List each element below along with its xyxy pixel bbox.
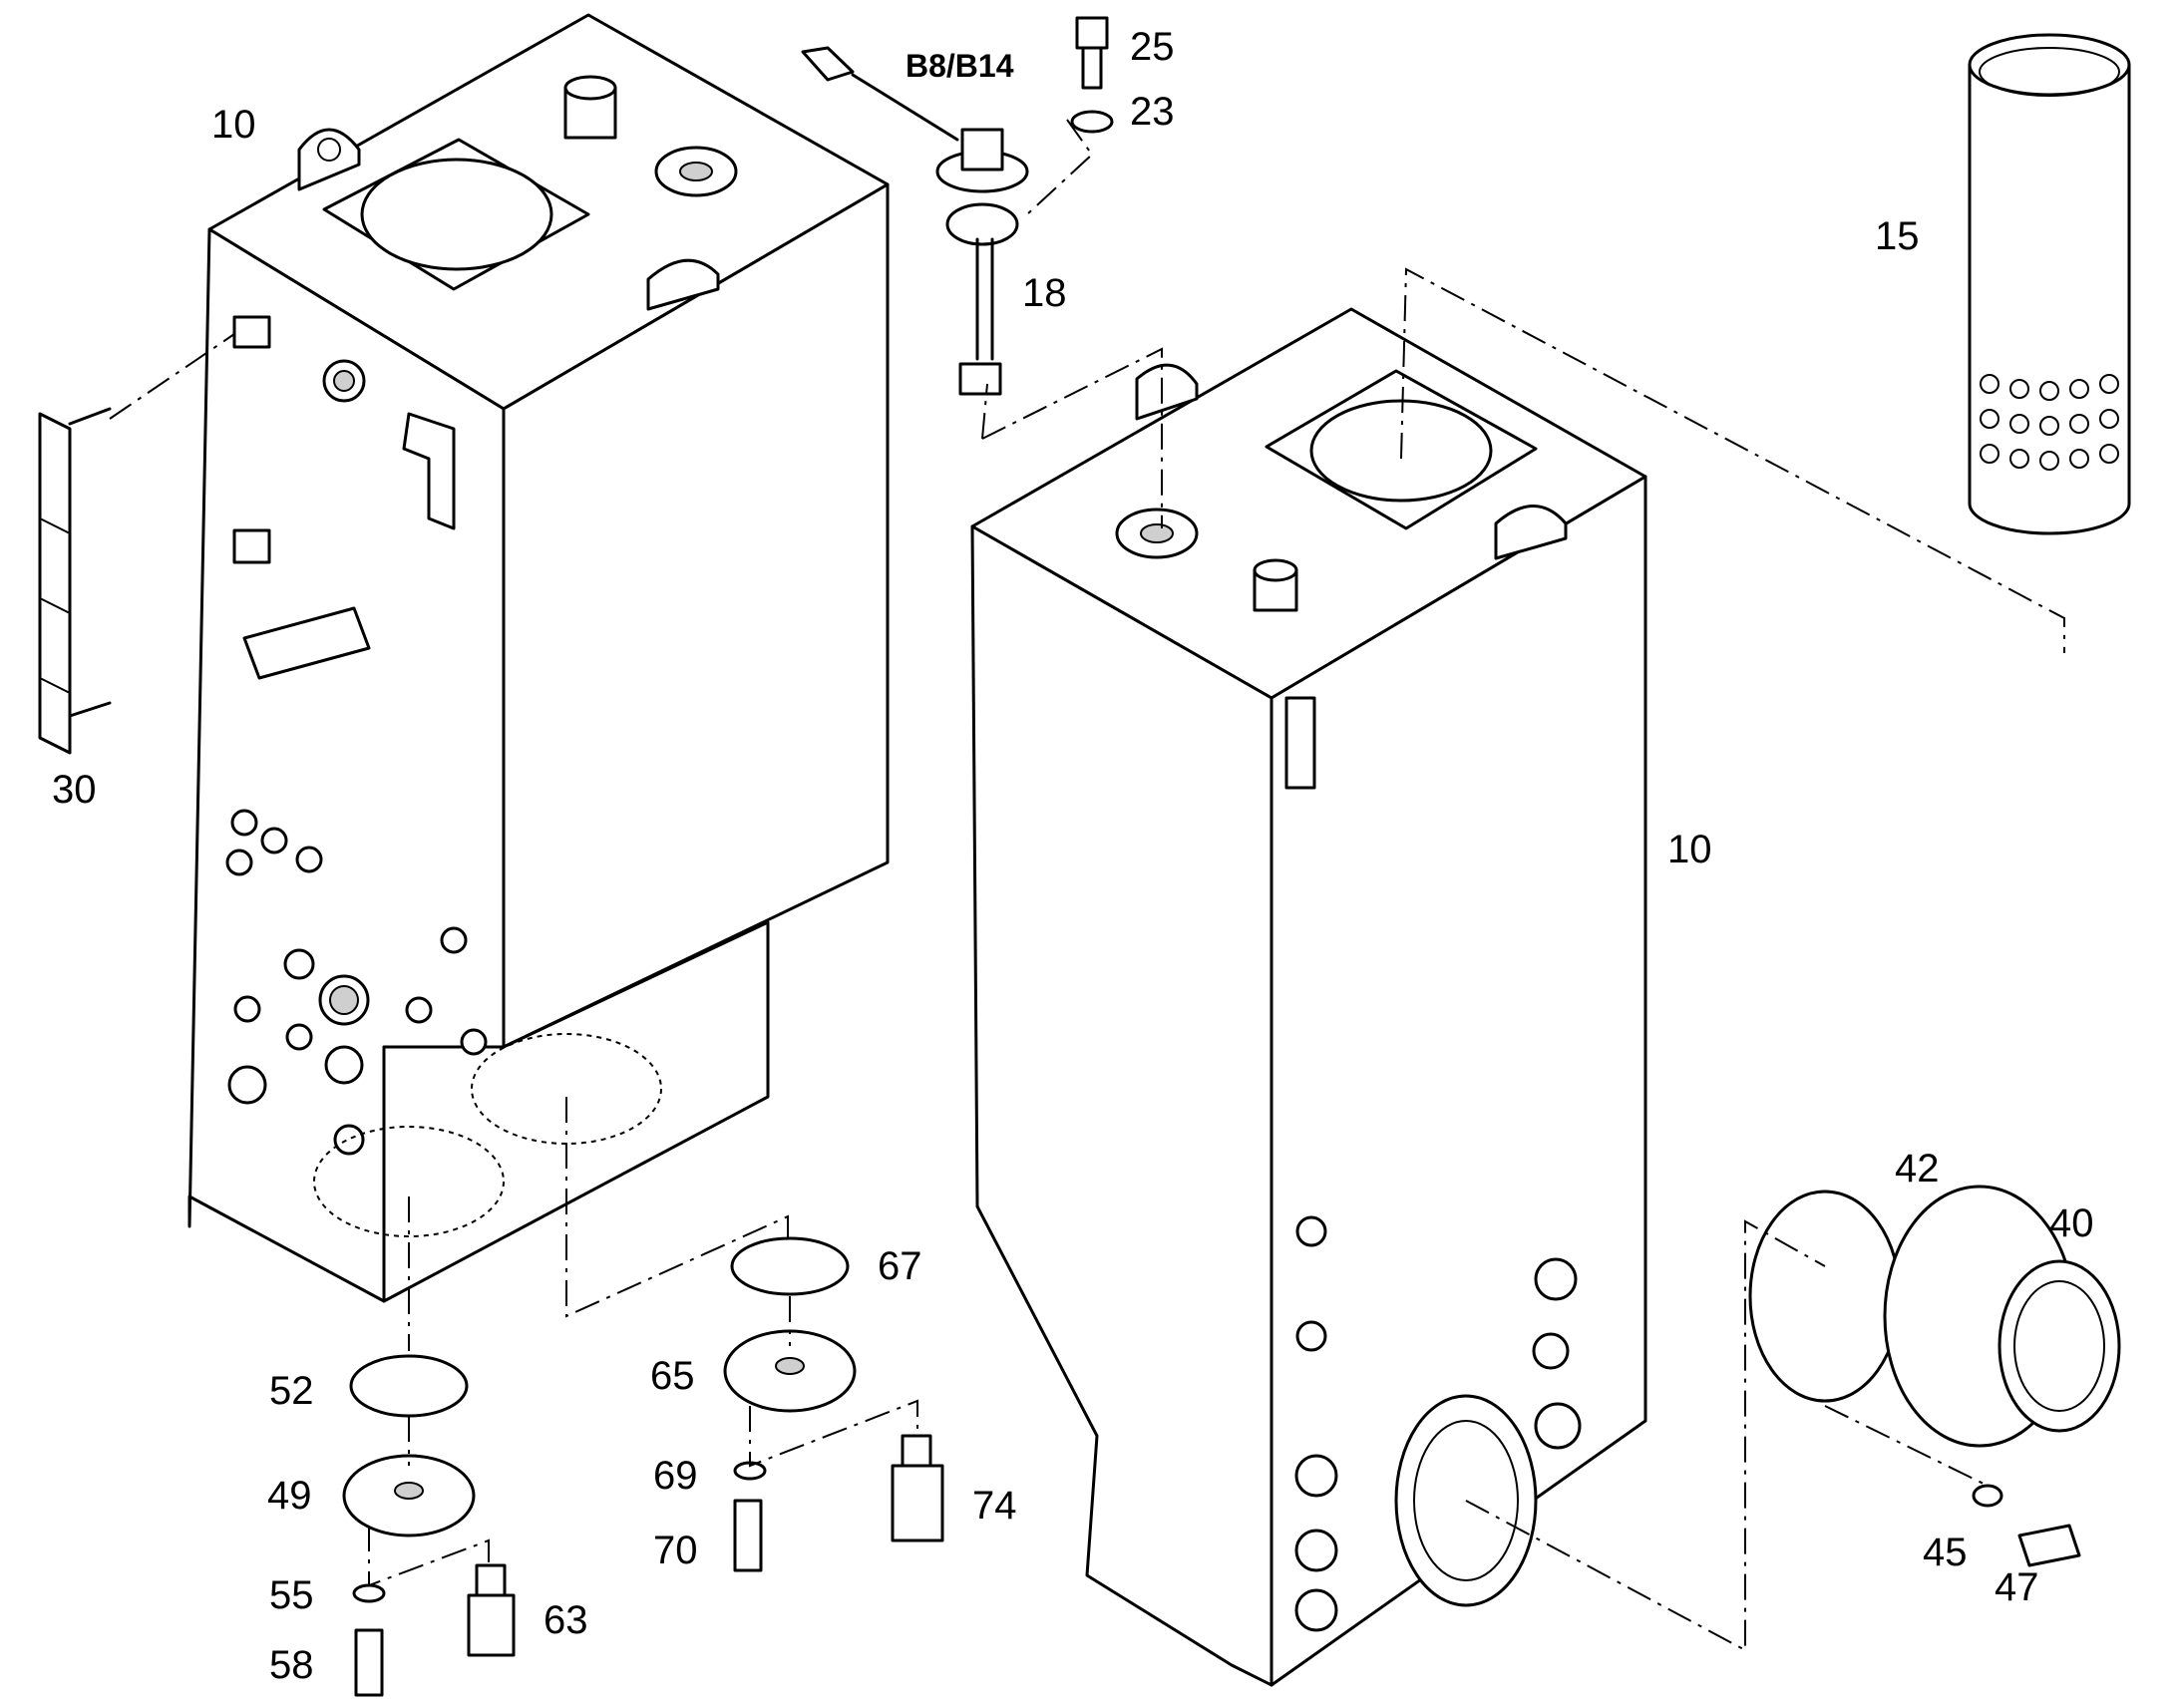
cover-stack-middle bbox=[723, 1236, 944, 1572]
callout-18: 18 bbox=[1022, 271, 1067, 315]
callout-25: 25 bbox=[1130, 25, 1175, 69]
callout-49: 49 bbox=[267, 1474, 312, 1518]
tank-left bbox=[187, 13, 890, 1303]
callout-65: 65 bbox=[650, 1354, 695, 1398]
callout-47: 47 bbox=[1995, 1565, 2039, 1609]
callout-10-right: 10 bbox=[1667, 828, 1712, 871]
plug-74 bbox=[891, 1464, 944, 1542]
callouts: 10 10 15 18 23 25 30 40 42 45 47 49 52 5… bbox=[52, 25, 2094, 1687]
callout-67: 67 bbox=[878, 1244, 922, 1288]
o-ring-52 bbox=[349, 1354, 469, 1418]
suction-flange bbox=[1748, 1185, 2121, 1567]
o-ring-67 bbox=[730, 1236, 850, 1296]
callout-42: 42 bbox=[1895, 1147, 1940, 1191]
callout-55: 55 bbox=[269, 1573, 314, 1617]
tank-right bbox=[970, 307, 1647, 1687]
callout-40: 40 bbox=[2049, 1201, 2094, 1245]
callout-69: 69 bbox=[653, 1454, 698, 1498]
callout-52: 52 bbox=[269, 1369, 314, 1413]
port bbox=[230, 809, 258, 837]
callout-70: 70 bbox=[653, 1529, 698, 1572]
plug-63 bbox=[467, 1593, 516, 1657]
level-sensor bbox=[801, 46, 1029, 396]
callout-30: 30 bbox=[52, 768, 97, 812]
callout-15: 15 bbox=[1875, 214, 1920, 258]
callout-23: 23 bbox=[1130, 90, 1175, 134]
handle-bar bbox=[38, 407, 112, 755]
callout-63: 63 bbox=[544, 1598, 588, 1642]
cover-stack-left bbox=[342, 1354, 516, 1697]
callout-10-left: 10 bbox=[211, 103, 256, 147]
sensor-label: B8/B14 bbox=[906, 48, 1014, 84]
leader-lines bbox=[109, 119, 2065, 1652]
callout-45: 45 bbox=[1923, 1531, 1968, 1574]
callout-74: 74 bbox=[972, 1484, 1017, 1528]
strainer bbox=[1968, 33, 2131, 535]
callout-58: 58 bbox=[269, 1643, 314, 1687]
bolt-25 bbox=[1070, 16, 1114, 134]
